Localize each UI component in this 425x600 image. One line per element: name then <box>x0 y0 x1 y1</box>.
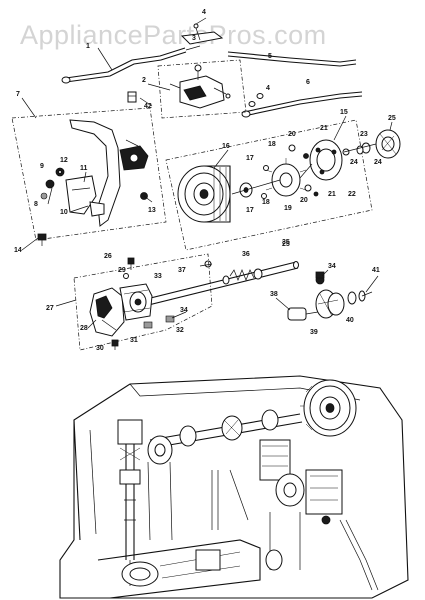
callout-4a: 4 <box>202 9 206 16</box>
callout-2: 2 <box>142 77 146 84</box>
callout-1: 1 <box>86 43 90 50</box>
callout-24b: 24 <box>350 159 358 166</box>
callout-11: 11 <box>80 165 88 172</box>
callout-13: 13 <box>148 207 156 214</box>
part-14-screw <box>37 233 47 246</box>
callout-21b: 21 <box>328 191 336 198</box>
machine-head <box>59 375 409 599</box>
part-23-24-washers <box>343 142 377 155</box>
callout-21a: 21 <box>320 125 328 132</box>
callout-16: 16 <box>222 143 230 150</box>
callout-17a: 17 <box>246 155 254 162</box>
callout-25b: 25 <box>282 241 290 248</box>
callout-10: 10 <box>60 209 68 216</box>
part-1-rod <box>61 45 201 84</box>
callout-41: 41 <box>372 267 380 274</box>
callout-3: 3 <box>192 35 196 42</box>
callout-15: 15 <box>340 109 348 116</box>
callout-18b: 18 <box>262 199 270 206</box>
callout-9: 9 <box>40 163 44 170</box>
part-27-box <box>73 253 213 351</box>
callout-20a: 20 <box>288 131 296 138</box>
callout-40: 40 <box>346 317 354 324</box>
part-26-pin <box>127 257 135 270</box>
callout-23: 23 <box>360 131 368 138</box>
callout-12: 12 <box>60 157 68 164</box>
callout-6: 6 <box>306 79 310 86</box>
callout-30: 30 <box>96 345 104 352</box>
callout-19: 19 <box>284 205 292 212</box>
callout-8: 8 <box>34 201 38 208</box>
part-2-box <box>127 59 247 119</box>
callout-20b: 20 <box>300 197 308 204</box>
part-38-39-assembly <box>287 271 373 321</box>
callout-22: 22 <box>348 191 356 198</box>
callout-35: 35 <box>282 239 290 246</box>
callout-34b: 34 <box>328 263 336 270</box>
callout-7: 7 <box>16 91 20 98</box>
callout-5: 5 <box>268 53 272 60</box>
callout-34a: 34 <box>180 307 188 314</box>
callout-4b: 4 <box>266 85 270 92</box>
part-7-box <box>11 107 167 241</box>
part-3-bracket <box>180 23 224 45</box>
callout-14: 14 <box>14 247 22 254</box>
callout-29: 29 <box>118 267 126 274</box>
callout-39: 39 <box>310 329 318 336</box>
callout-28: 28 <box>80 325 88 332</box>
callout-33: 33 <box>154 273 162 280</box>
callout-38: 38 <box>270 291 278 298</box>
callout-17b: 17 <box>246 207 254 214</box>
callout-24a: 24 <box>374 159 382 166</box>
callout-32: 32 <box>176 327 184 334</box>
callout-37: 37 <box>178 267 186 274</box>
callout-42: 42 <box>144 103 152 110</box>
callout-18a: 18 <box>268 141 276 148</box>
callout-26: 26 <box>104 253 112 260</box>
callout-25a: 25 <box>388 115 396 122</box>
part-25-knob <box>375 129 401 159</box>
watermark: AppliancePartsPros.com <box>20 20 327 50</box>
callout-labels: 1 2 3 4 4 5 6 7 8 9 10 11 12 13 14 15 16… <box>14 9 396 352</box>
part-15-box <box>165 119 373 251</box>
leader-lines <box>21 83 393 329</box>
part-6-rod <box>227 51 363 118</box>
callout-31: 31 <box>130 337 138 344</box>
callout-36: 36 <box>242 251 250 258</box>
callout-27: 27 <box>46 305 54 312</box>
